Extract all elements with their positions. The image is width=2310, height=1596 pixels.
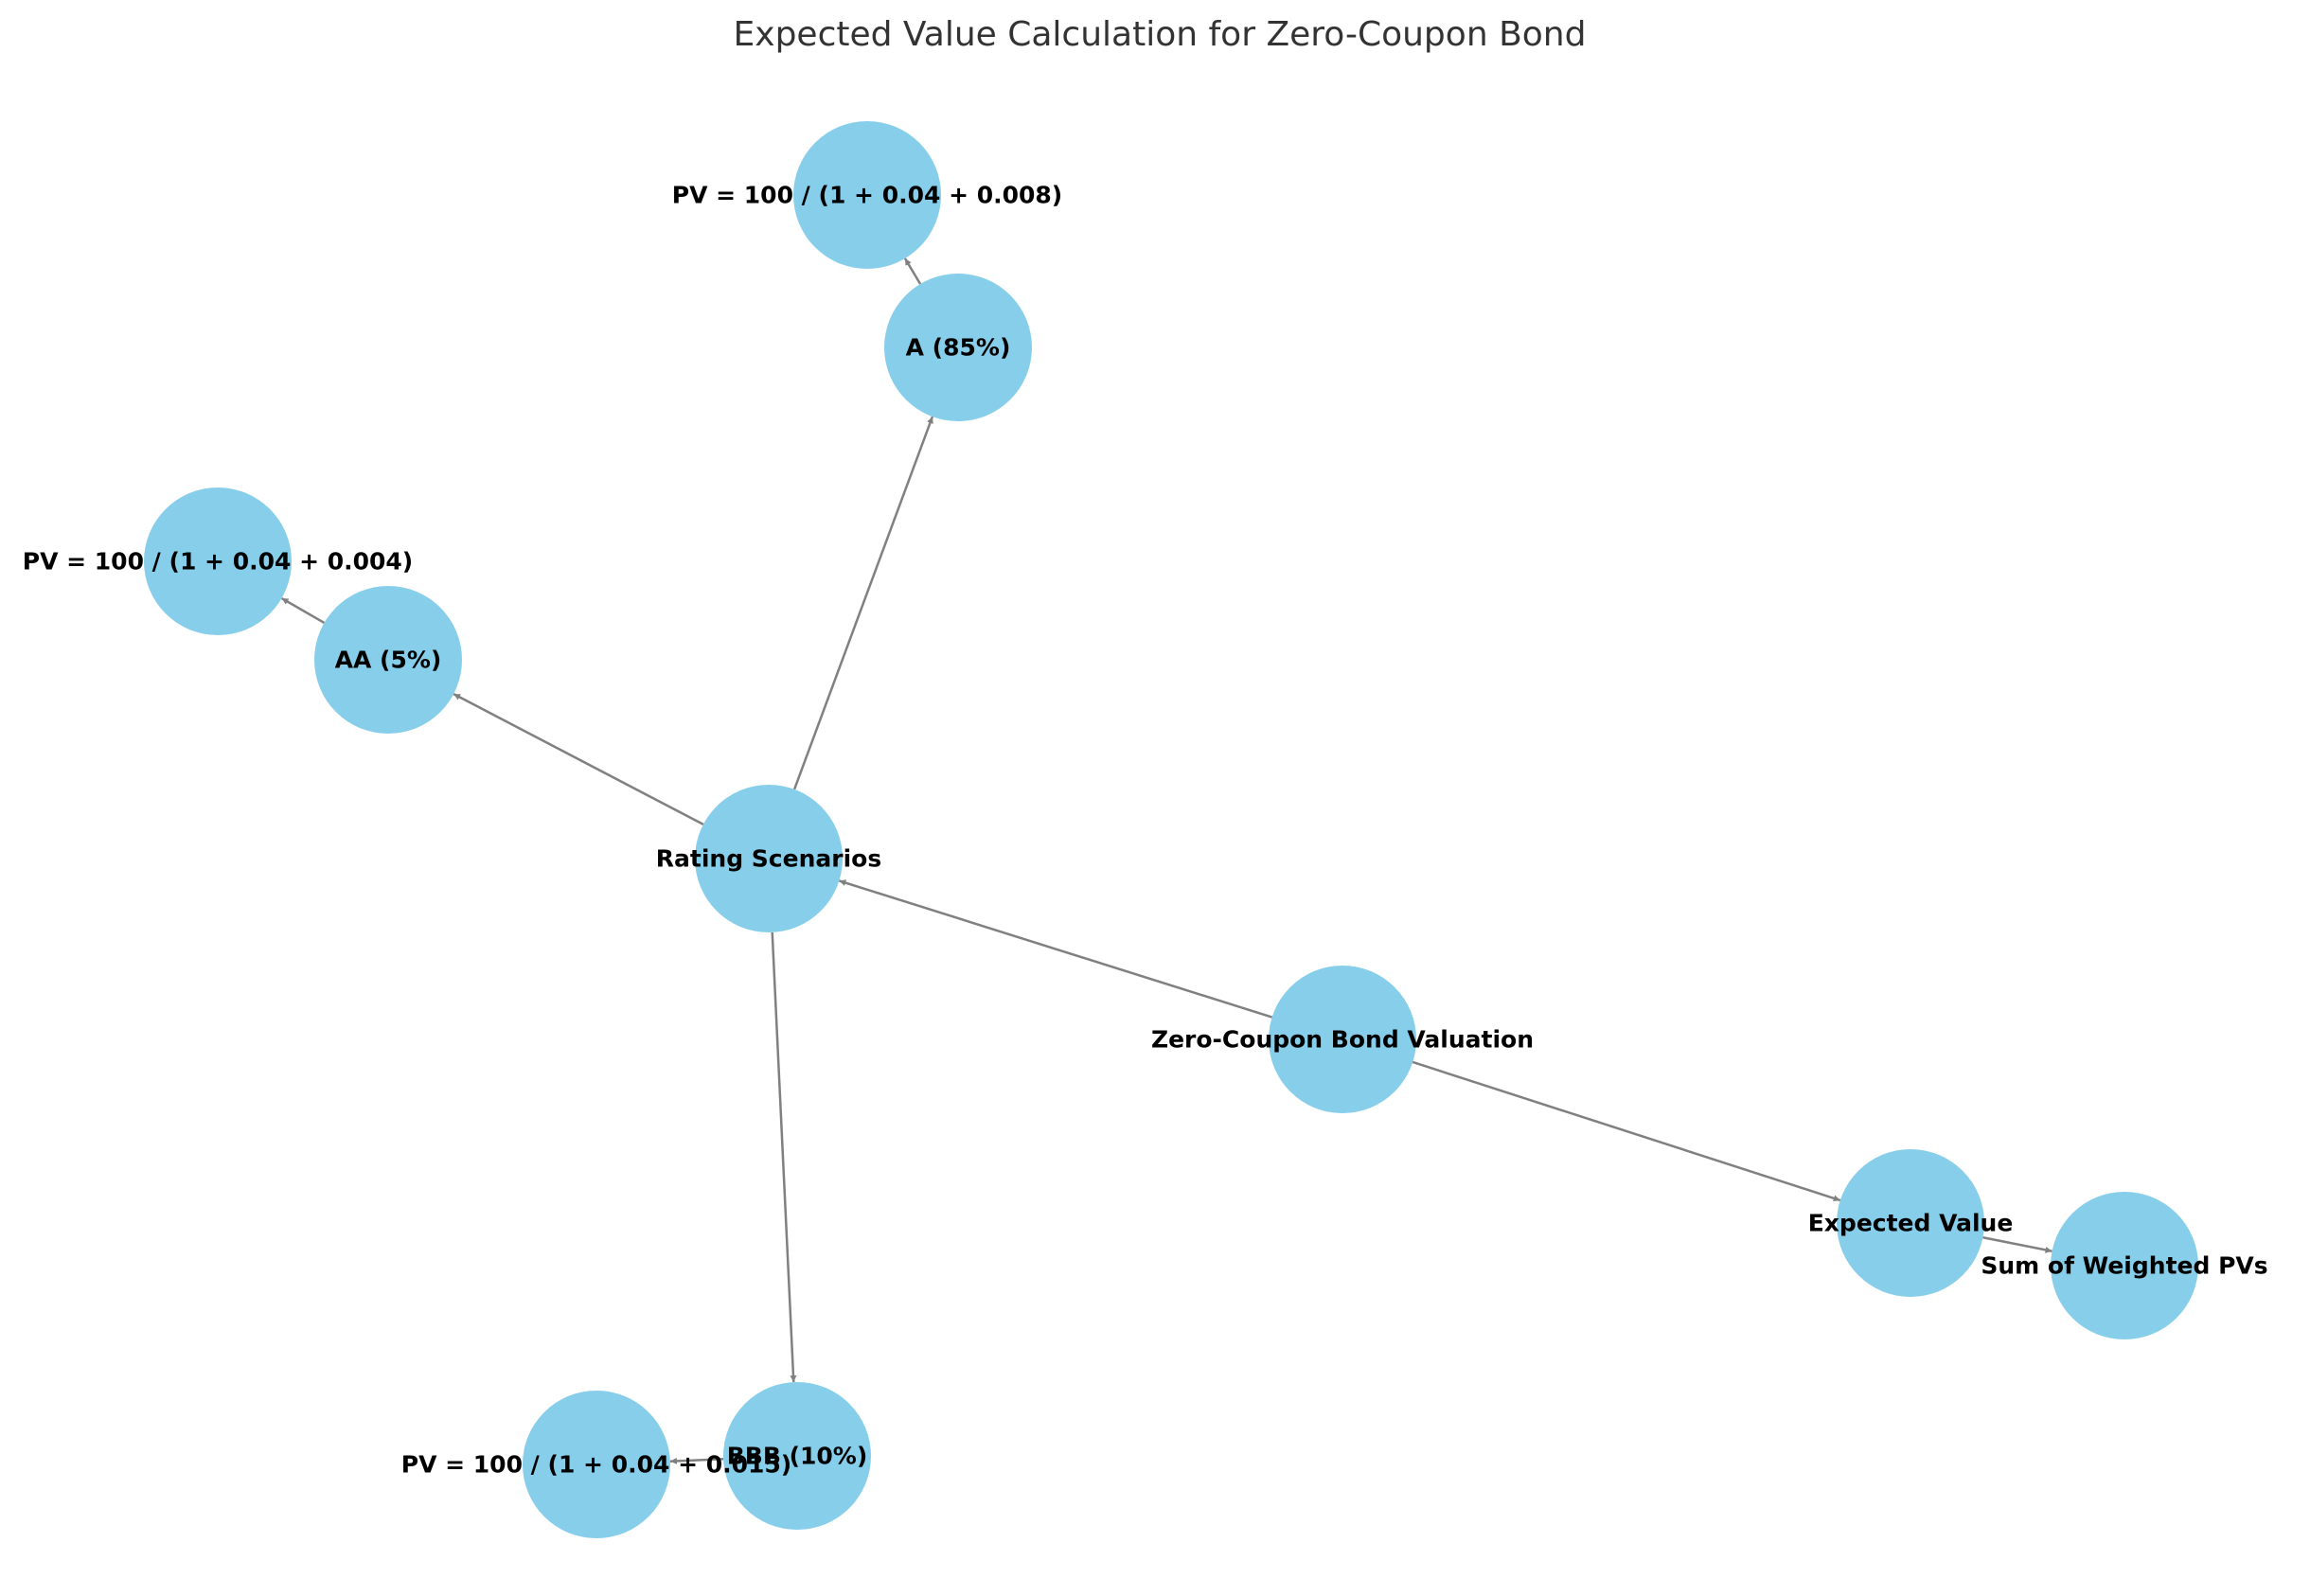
node-label-rating: Rating Scenarios	[656, 845, 881, 873]
edge-rating-to-bbb	[771, 931, 797, 1383]
node-label-zcb: Zero-Coupon Bond Valuation	[1151, 1026, 1534, 1054]
node-bbb	[723, 1382, 871, 1530]
edges-layer	[280, 257, 2052, 1464]
edge-zcb-to-rating	[839, 879, 1272, 1019]
node-pv_a	[793, 121, 941, 269]
node-rating	[695, 785, 843, 932]
edge-rating-to-a	[792, 416, 934, 790]
node-a	[884, 274, 1032, 421]
edge-ev-to-sum	[1982, 1236, 2052, 1253]
node-sum	[2051, 1192, 2198, 1339]
node-label-pv_aa: PV = 100 / (1 + 0.04 + 0.004)	[23, 548, 413, 576]
edge-rating-to-aa	[453, 693, 704, 825]
node-label-a: A (85%)	[906, 334, 1011, 362]
node-label-sum: Sum of Weighted PVs	[1981, 1252, 2267, 1280]
node-label-aa: AA (5%)	[335, 647, 442, 674]
node-aa	[314, 586, 462, 734]
diagram-title: Expected Value Calculation for Zero-Coup…	[734, 15, 1587, 54]
node-label-bbb: BBB (10%)	[727, 1443, 868, 1470]
node-label-ev: Expected Value	[1808, 1210, 2014, 1237]
edge-aa-to-pv_aa	[280, 596, 326, 625]
node-pv_bbb	[523, 1391, 670, 1538]
edge-zcb-to-ev	[1412, 1060, 1841, 1202]
node-pv_aa	[144, 488, 292, 635]
edge-bbb-to-pv_bbb	[669, 1457, 724, 1464]
node-ev	[1837, 1149, 1984, 1297]
node-zcb	[1269, 966, 1416, 1113]
node-label-pv_bbb: PV = 100 / (1 + 0.04 + 0.015)	[401, 1451, 791, 1479]
edge-a-to-pv_a	[903, 257, 922, 285]
labels-layer: Zero-Coupon Bond Valuation Rating Scenari…	[23, 182, 2268, 1479]
node-label-pv_a: PV = 100 / (1 + 0.04 + 0.008)	[672, 182, 1062, 209]
nodes-layer	[144, 121, 2198, 1538]
